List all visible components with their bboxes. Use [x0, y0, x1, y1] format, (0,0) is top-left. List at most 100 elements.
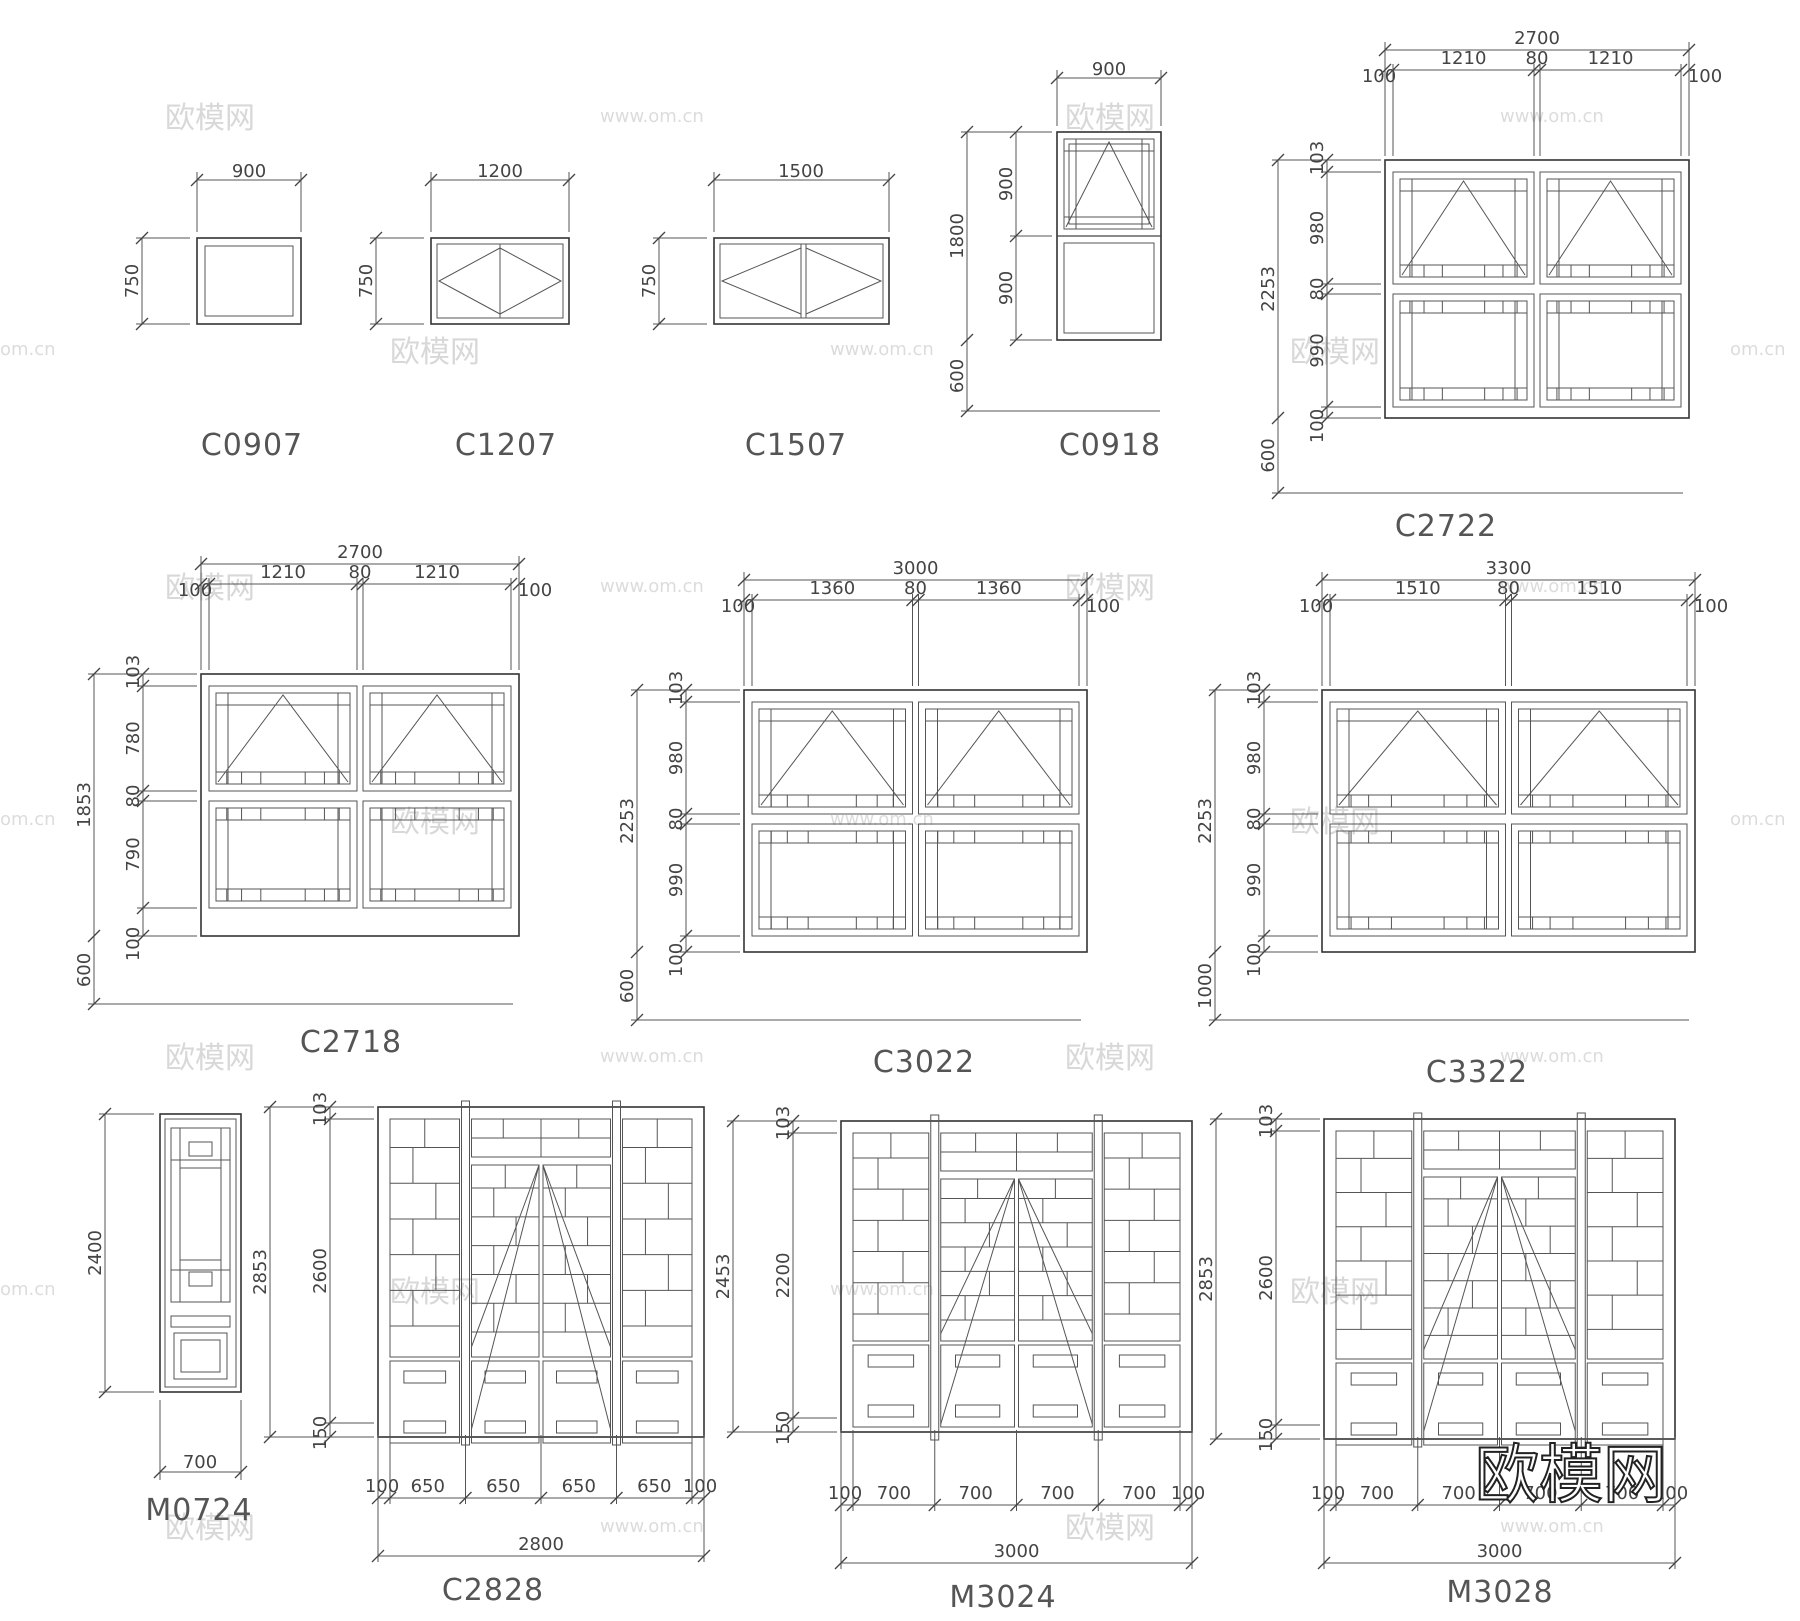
drawing-rect	[200, 673, 520, 937]
dim-text: 80	[904, 578, 927, 599]
window-label: C1507	[745, 428, 847, 463]
dim-tick	[1315, 593, 1329, 607]
drawing-rect	[1649, 387, 1665, 401]
dim-text: 1800	[947, 213, 968, 259]
dimension-height: 750	[356, 231, 424, 331]
dim-tick	[786, 1114, 800, 1128]
dim-text: 2700	[1514, 28, 1560, 49]
drawing-rect	[1586, 1362, 1664, 1446]
drawing-rect	[918, 701, 1080, 815]
dim-tick	[371, 1549, 385, 1563]
drawing-rect	[1539, 171, 1682, 285]
dimension-height: 750	[639, 231, 707, 331]
dim-tick	[263, 1430, 277, 1444]
drawing-rect	[1532, 794, 1551, 808]
drawing-rect	[1336, 830, 1499, 930]
watermark-url: om.cn	[0, 809, 56, 830]
drawing-rect	[1501, 1362, 1576, 1446]
sash-opening-triangle	[1401, 180, 1526, 276]
dim-tick	[194, 557, 208, 571]
drawing-rect	[974, 794, 1024, 808]
dim-tick	[1386, 63, 1400, 77]
drawing-rect	[1647, 916, 1667, 930]
drawing-rect	[1043, 916, 1061, 930]
dim-text: 2253	[1195, 798, 1216, 844]
dim-text: 1853	[74, 782, 95, 828]
dim-tick	[726, 1425, 740, 1439]
dim-text: 100	[1244, 943, 1265, 977]
dim-text: 750	[639, 264, 660, 298]
dim-text: 700	[1040, 1483, 1074, 1504]
dim-text: 1360	[976, 578, 1022, 599]
dim-tick	[1688, 593, 1702, 607]
dim-tick	[1499, 593, 1512, 607]
dim-tick	[1173, 1498, 1187, 1512]
dim-tick	[1080, 573, 1094, 587]
dim-text: 100	[1654, 1483, 1688, 1504]
drawing-rect	[403, 1420, 447, 1434]
sash-opening-triangle	[371, 694, 503, 783]
dim-tick	[1208, 683, 1222, 697]
dim-text: 650	[486, 1476, 520, 1497]
drawing-rect	[484, 1420, 526, 1434]
dim-text: 900	[996, 271, 1017, 305]
drawing-rect	[852, 1344, 930, 1428]
drawing-rect	[1329, 823, 1506, 937]
dim-tick	[1674, 63, 1688, 77]
drawing-rect	[876, 830, 894, 844]
dim-tick	[1209, 1432, 1223, 1446]
door-label: M0724	[145, 1493, 252, 1528]
dim-text: 103	[773, 1106, 794, 1140]
dim-tick	[1257, 945, 1271, 959]
dim-text: 990	[1244, 863, 1265, 897]
drawing-rect	[477, 771, 494, 785]
drawing-rect	[1515, 1372, 1561, 1386]
drawing-rect	[867, 1404, 915, 1418]
dim-tick	[679, 807, 693, 821]
watermark-url: om.cn	[1730, 809, 1786, 830]
drawing-rect	[226, 807, 243, 821]
drawing-rect	[1329, 701, 1506, 815]
leaf-opening-line	[940, 1178, 1015, 1425]
window-label: C2722	[1395, 509, 1497, 544]
dim-text: 980	[1244, 741, 1265, 775]
dim-tick	[323, 1430, 337, 1444]
drawing-rect	[414, 771, 460, 785]
dim-text: 700	[1523, 1483, 1557, 1504]
drawing-rect	[974, 916, 1024, 930]
dim-tick	[1682, 63, 1696, 77]
dim-text: 600	[1258, 438, 1279, 472]
dim-text: 600	[74, 953, 95, 987]
drawing-rect	[1556, 300, 1572, 314]
drawing-rect	[876, 794, 894, 808]
dim-tick	[1378, 63, 1392, 77]
drawing-rect	[1032, 1404, 1078, 1418]
drawing-rect	[1043, 830, 1061, 844]
drawing-rect	[323, 888, 340, 902]
dim-text: 150	[1256, 1418, 1277, 1452]
drawing-rect	[1350, 1372, 1398, 1386]
dim-tick	[383, 1491, 397, 1505]
dim-tick	[1656, 1498, 1670, 1512]
drawing-rect	[1511, 823, 1688, 937]
drawing-rect	[807, 916, 857, 930]
drawing-rect	[461, 1100, 470, 1446]
dim-text: 2853	[250, 1249, 271, 1295]
drawing-rect	[323, 807, 340, 821]
dim-text: 2453	[713, 1254, 734, 1300]
dimension-width: 1500	[707, 161, 896, 232]
drawing-rect	[770, 794, 788, 808]
drawing-rect	[1413, 1112, 1423, 1448]
drawing-rect	[1588, 264, 1633, 278]
dim-text: 2600	[310, 1248, 331, 1294]
watermark: 欧模网	[390, 805, 480, 840]
drawing-rect	[1532, 830, 1551, 844]
drawing-rect	[260, 888, 306, 902]
dim-text: 1200	[477, 161, 523, 182]
dim-text: 100	[1362, 66, 1396, 87]
brand-logo: 欧模网	[1475, 1439, 1667, 1513]
watermark-url: www.om.cn	[600, 576, 704, 597]
sash-opening-triangle	[1520, 710, 1679, 806]
